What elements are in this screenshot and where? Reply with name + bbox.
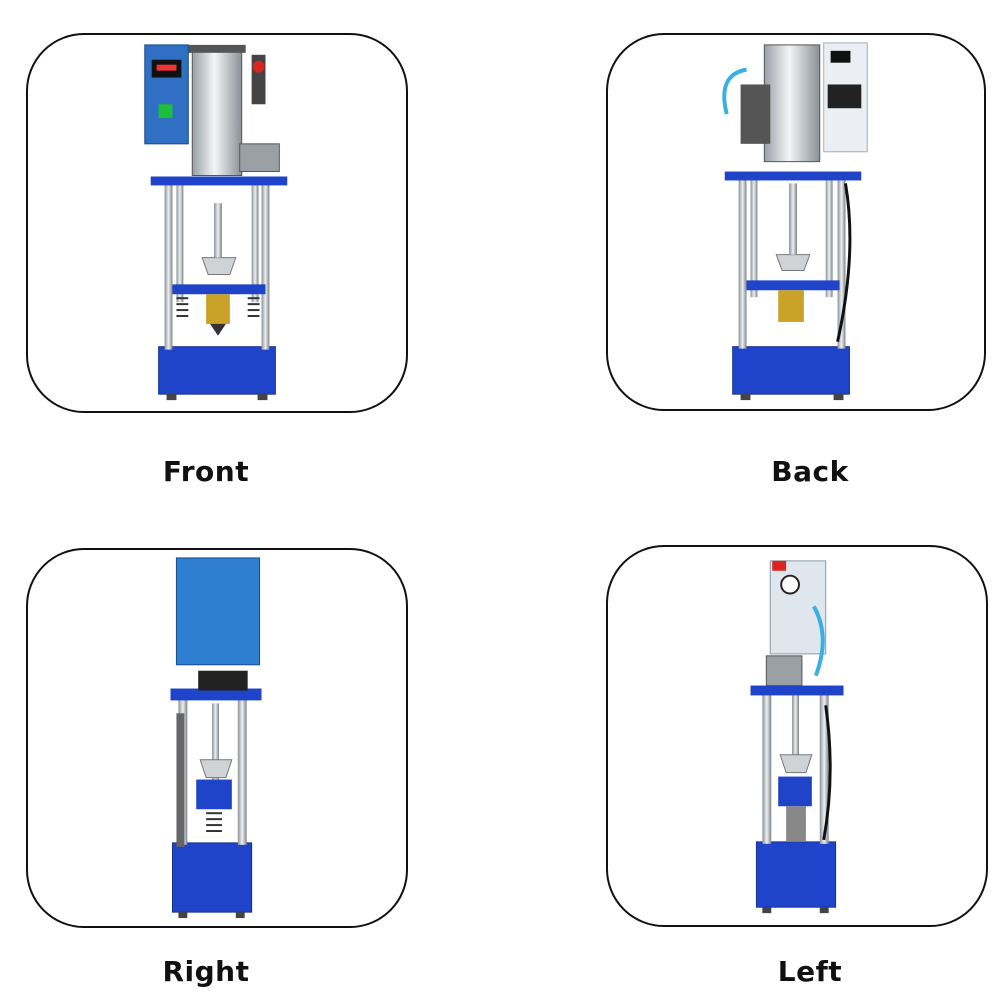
front-view-machine-image	[144, 44, 288, 401]
right-view-panel	[26, 548, 408, 928]
front-view-label: Front	[162, 455, 250, 488]
back-view-machine-image	[722, 42, 868, 401]
right-view-machine-image	[170, 557, 262, 919]
left-view-label: Left	[777, 955, 843, 988]
back-view-panel	[606, 33, 986, 411]
back-view-label: Back	[771, 455, 849, 488]
front-view-panel	[26, 33, 408, 413]
left-view-machine-image	[750, 560, 844, 914]
right-view-label: Right	[162, 955, 250, 988]
left-view-panel	[606, 545, 988, 927]
